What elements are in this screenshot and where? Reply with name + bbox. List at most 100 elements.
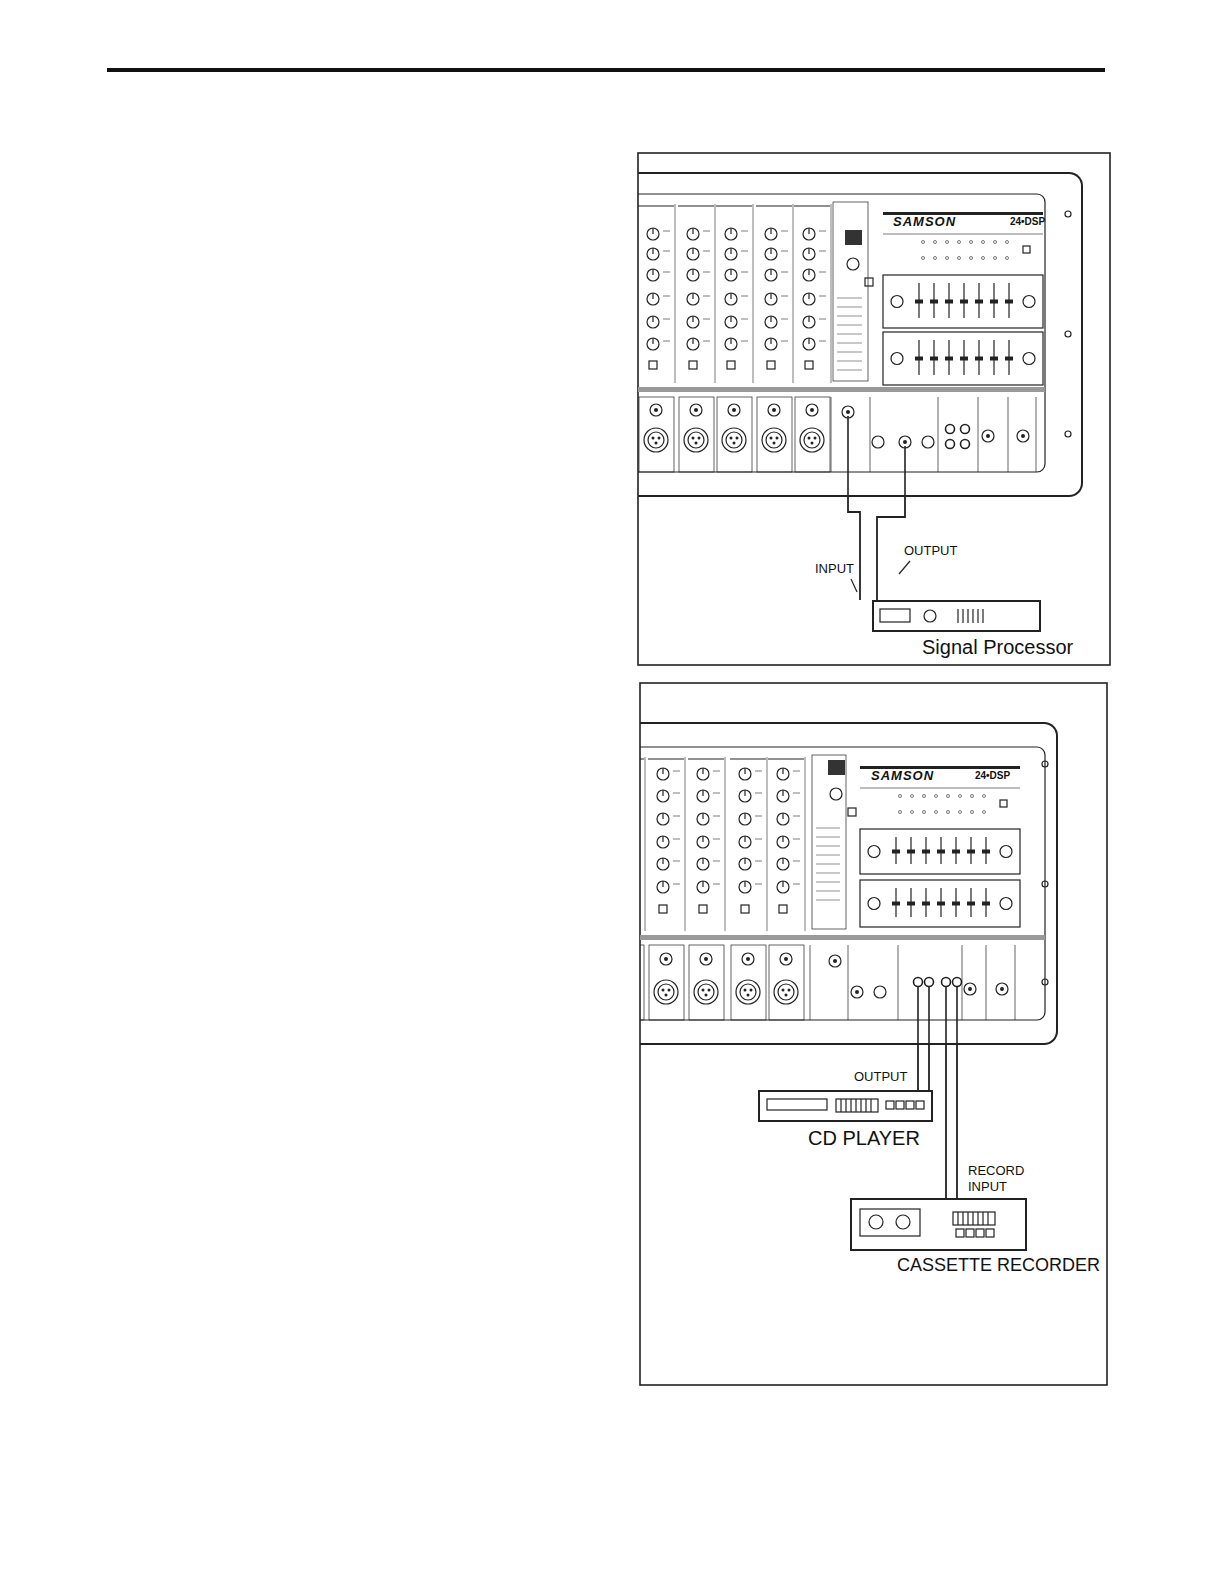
xlr-pin bbox=[782, 989, 785, 992]
tick-mark bbox=[819, 231, 826, 232]
knob-symbol bbox=[777, 813, 789, 825]
jack-socket bbox=[964, 983, 976, 995]
meter-led bbox=[947, 795, 950, 798]
knob-pointer bbox=[782, 813, 783, 819]
tick-mark bbox=[755, 816, 762, 817]
button-line bbox=[855, 1099, 856, 1112]
knob-pointer bbox=[730, 293, 731, 299]
tick-mark bbox=[673, 771, 680, 772]
knob-pointer bbox=[730, 228, 731, 234]
xlr-pin bbox=[702, 989, 705, 992]
tick-mark bbox=[755, 793, 762, 794]
knob-symbol bbox=[872, 436, 884, 448]
knob-pointer bbox=[662, 836, 663, 842]
cable bbox=[904, 446, 906, 497]
slider-cap bbox=[945, 357, 953, 361]
xlr-pin bbox=[655, 442, 658, 445]
slider-cap bbox=[967, 902, 975, 906]
strip-divider bbox=[645, 757, 646, 931]
slider-cap bbox=[982, 902, 990, 906]
device-name: CASSETTE RECORDER bbox=[897, 1255, 1100, 1276]
mute-button bbox=[779, 905, 787, 913]
jack-hole bbox=[986, 434, 990, 438]
knob-symbol bbox=[891, 353, 903, 365]
knob-pointer bbox=[770, 248, 771, 254]
knob-symbol bbox=[868, 898, 880, 910]
tick-mark bbox=[703, 319, 710, 320]
meter-led bbox=[923, 795, 926, 798]
slider-cap bbox=[915, 300, 923, 304]
connection-label: INPUT bbox=[814, 561, 855, 577]
button-line bbox=[865, 1099, 866, 1112]
preset-line bbox=[816, 891, 840, 892]
button-line bbox=[972, 1212, 973, 1225]
knob-pointer bbox=[770, 228, 771, 234]
knob-symbol bbox=[647, 293, 659, 305]
preset-line bbox=[837, 352, 862, 353]
tick-mark bbox=[663, 296, 670, 297]
tick-mark bbox=[793, 884, 800, 885]
preset-line bbox=[816, 882, 840, 883]
jack-hole bbox=[654, 408, 658, 412]
meter-led bbox=[982, 241, 985, 244]
knob-pointer bbox=[770, 293, 771, 299]
jack-hole bbox=[704, 957, 708, 961]
device-box: CD PLAYER bbox=[758, 1090, 933, 1122]
section-divider bbox=[938, 397, 939, 472]
knob-symbol bbox=[687, 338, 699, 350]
device-box: CASSETTE RECORDER bbox=[850, 1198, 1027, 1251]
tick-mark bbox=[703, 231, 710, 232]
slider-cap bbox=[922, 902, 930, 906]
small-button bbox=[966, 1229, 974, 1237]
knob-symbol bbox=[647, 338, 659, 350]
slider-cap bbox=[915, 357, 923, 361]
top-rule bbox=[107, 68, 1105, 72]
xlr-pin bbox=[733, 442, 736, 445]
knob-symbol bbox=[739, 836, 751, 848]
section-divider bbox=[898, 945, 899, 1020]
divider-band bbox=[638, 387, 1045, 392]
strip-divider bbox=[831, 204, 832, 383]
tick-mark bbox=[741, 319, 748, 320]
tick-mark bbox=[819, 341, 826, 342]
tick-mark bbox=[741, 341, 748, 342]
mute-button bbox=[689, 361, 697, 369]
tick-mark bbox=[781, 341, 788, 342]
cable-connector bbox=[877, 497, 905, 600]
xlr-ring bbox=[766, 432, 782, 448]
header-rule bbox=[883, 234, 1043, 235]
jack-hole bbox=[746, 957, 750, 961]
xlr-pin bbox=[665, 994, 668, 997]
knob-pointer bbox=[770, 316, 771, 322]
xlr-ring bbox=[804, 432, 820, 448]
tick-mark bbox=[703, 341, 710, 342]
knob-pointer bbox=[702, 881, 703, 887]
meter-led bbox=[935, 811, 938, 814]
fx-display bbox=[828, 760, 845, 775]
cable bbox=[956, 986, 958, 1045]
knob-pointer bbox=[652, 248, 653, 254]
knob-symbol bbox=[725, 338, 737, 350]
knob-pointer bbox=[744, 813, 745, 819]
xlr-socket bbox=[694, 980, 718, 1004]
slider-cap bbox=[892, 850, 900, 854]
rack-screw bbox=[1065, 331, 1071, 337]
knob-pointer bbox=[652, 338, 653, 344]
knob-symbol bbox=[868, 846, 880, 858]
knob-pointer bbox=[702, 768, 703, 774]
power-button bbox=[1023, 246, 1030, 253]
connection-label: OUTPUT bbox=[903, 543, 958, 559]
tick-mark bbox=[673, 816, 680, 817]
rack-screw bbox=[1065, 431, 1071, 437]
jack-socket bbox=[700, 953, 712, 965]
slider-cap bbox=[922, 850, 930, 854]
rca-jack bbox=[953, 978, 962, 987]
knob-symbol bbox=[725, 269, 737, 281]
jack-hole bbox=[903, 440, 907, 444]
mute-button bbox=[741, 905, 749, 913]
jack-hole bbox=[855, 990, 859, 994]
knob-pointer bbox=[692, 293, 693, 299]
meter-led bbox=[971, 795, 974, 798]
section-divider bbox=[870, 397, 871, 472]
meter-led bbox=[970, 257, 973, 260]
